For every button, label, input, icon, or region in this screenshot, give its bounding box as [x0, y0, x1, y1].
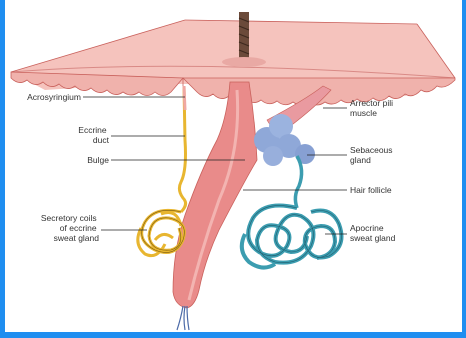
- diagram-panel: Acrosyringium Eccrine duct Bulge Secreto…: [5, 0, 462, 332]
- eccrine-secretory-coils: [138, 210, 185, 255]
- eccrine-duct-label: Eccrine duct: [78, 125, 109, 145]
- skin-appendages-diagram: Acrosyringium Eccrine duct Bulge Secreto…: [5, 0, 462, 332]
- secretory-coils-label: Secretory coils of eccrine sweat gland: [41, 213, 99, 243]
- apocrine-duct: [295, 156, 301, 208]
- arrector-pili-label: Arrector pili muscle: [350, 98, 395, 118]
- apocrine-gland-label: Apocrine sweat gland: [350, 223, 396, 243]
- acrosyringium-label: Acrosyringium: [27, 92, 81, 102]
- bulge-label: Bulge: [87, 155, 109, 165]
- sebaceous-gland-label: Sebaceous gland: [350, 145, 395, 165]
- sebaceous-gland: [254, 114, 315, 166]
- hair-follicle-label: Hair follicle: [350, 185, 392, 195]
